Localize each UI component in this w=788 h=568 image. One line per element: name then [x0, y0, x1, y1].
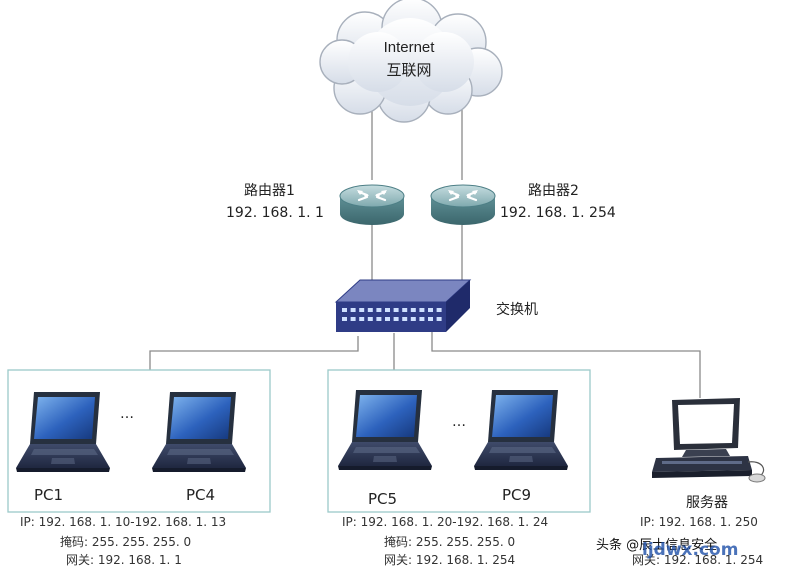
group2-gateway: 网关: 192. 168. 1. 254	[384, 553, 516, 567]
router1-ip: 192. 168. 1. 1	[226, 205, 324, 221]
switch-port	[342, 317, 347, 321]
pc-group-2-box	[327, 369, 591, 513]
internet-subtitle: 互联网	[386, 61, 431, 79]
switch-port	[436, 317, 442, 321]
group2-ip-range: IP: 192. 168. 1. 20-192. 168. 1. 24	[342, 515, 549, 529]
switch-port	[385, 308, 390, 312]
switch-port	[393, 308, 399, 312]
internet-title: Internet	[384, 39, 436, 56]
switch-port	[402, 317, 408, 321]
switch-icon	[334, 279, 472, 332]
switch-port	[376, 308, 382, 312]
pc5-label: PC5	[368, 490, 398, 508]
switch-port	[350, 317, 356, 321]
switch-port	[402, 308, 408, 312]
link-lines	[149, 108, 701, 398]
router1-icon	[338, 183, 406, 227]
group1-ip-range: IP: 192. 168. 1. 10-192. 168. 1. 13	[20, 515, 227, 529]
pc4-label: PC4	[186, 486, 216, 504]
server-name: 服务器	[686, 495, 728, 511]
switch-port	[393, 317, 399, 321]
laptop-pc5-icon	[338, 390, 432, 470]
switch-port	[350, 308, 356, 312]
group1-mask: 掩码: 255. 255. 255. 0	[60, 535, 192, 549]
switch-port	[367, 308, 373, 312]
switch-port	[376, 317, 382, 321]
internet-cloud: Internet 互联网	[319, 0, 503, 123]
switch-port	[419, 308, 425, 312]
switch-port	[342, 308, 347, 312]
switch-port	[410, 317, 416, 321]
watermark-text: 头条 @辰士信息安全	[596, 538, 718, 553]
router2-name: 路由器2	[528, 183, 579, 199]
laptop-pc4-icon	[152, 392, 246, 472]
switch-port	[385, 317, 390, 321]
pc-group-1-box	[7, 369, 271, 513]
server-icon	[652, 398, 766, 483]
switch-port	[410, 308, 416, 312]
laptop-pc1-icon	[16, 392, 110, 472]
group1-gateway: 网关: 192. 168. 1. 1	[66, 553, 182, 567]
switch-port	[436, 308, 442, 312]
link-switch-server	[431, 330, 701, 398]
router2-ip: 192. 168. 1. 254	[500, 205, 616, 221]
link-switch-group1	[149, 336, 359, 370]
watermark-url: ljdwx.com	[642, 540, 739, 560]
switch-port	[428, 317, 433, 321]
router1-name: 路由器1	[244, 183, 295, 199]
group1-ellipsis: …	[120, 406, 134, 422]
switch-port	[359, 308, 365, 312]
server-gateway: 网关: 192. 168. 1. 254	[632, 553, 764, 567]
switch-name: 交换机	[496, 302, 538, 318]
laptop-pc9-icon	[474, 390, 568, 470]
group2-mask: 掩码: 255. 255. 255. 0	[384, 535, 516, 549]
switch-port	[359, 317, 365, 321]
switch-port	[428, 308, 433, 312]
server-ip: IP: 192. 168. 1. 250	[640, 515, 758, 529]
switch-port	[419, 317, 425, 321]
pc1-label: PC1	[34, 486, 64, 504]
group2-ellipsis: …	[452, 414, 466, 430]
router2-icon	[429, 183, 497, 227]
pc9-label: PC9	[502, 486, 532, 504]
switch-port	[367, 317, 373, 321]
